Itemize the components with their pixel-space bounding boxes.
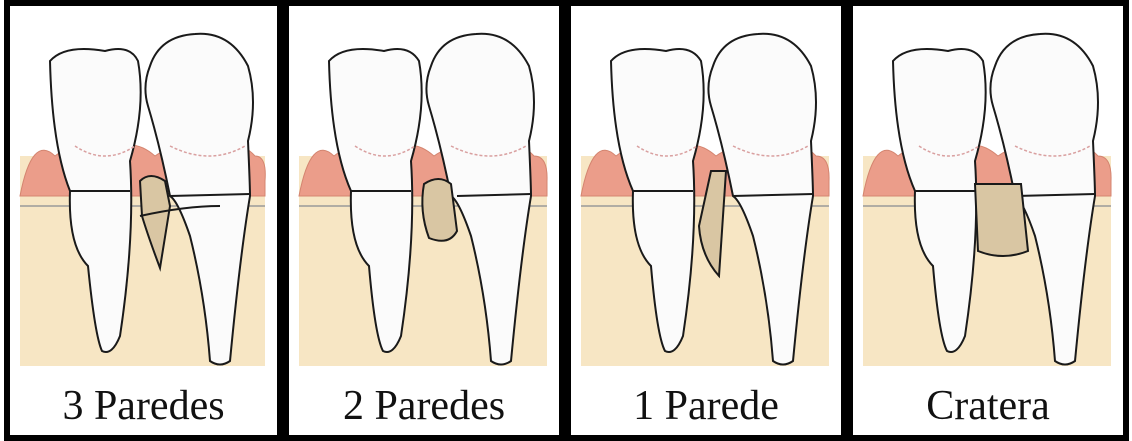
one-wall-defect-illustration: [571, 6, 841, 435]
three-wall-defect-illustration: [10, 6, 277, 435]
panel-one-wall: 1 Parede: [565, 0, 847, 441]
panel-three-wall: 3 Paredes: [4, 0, 283, 441]
panel-crater: Cratera: [847, 0, 1129, 441]
caption-three-wall: 3 Paredes: [10, 385, 277, 427]
caption-crater: Cratera: [853, 385, 1123, 427]
caption-two-wall: 2 Paredes: [289, 385, 559, 427]
two-wall-defect-illustration: [289, 6, 559, 435]
panel-two-wall: 2 Paredes: [283, 0, 565, 441]
crater-defect-illustration: [853, 6, 1123, 435]
caption-one-wall: 1 Parede: [571, 385, 841, 427]
